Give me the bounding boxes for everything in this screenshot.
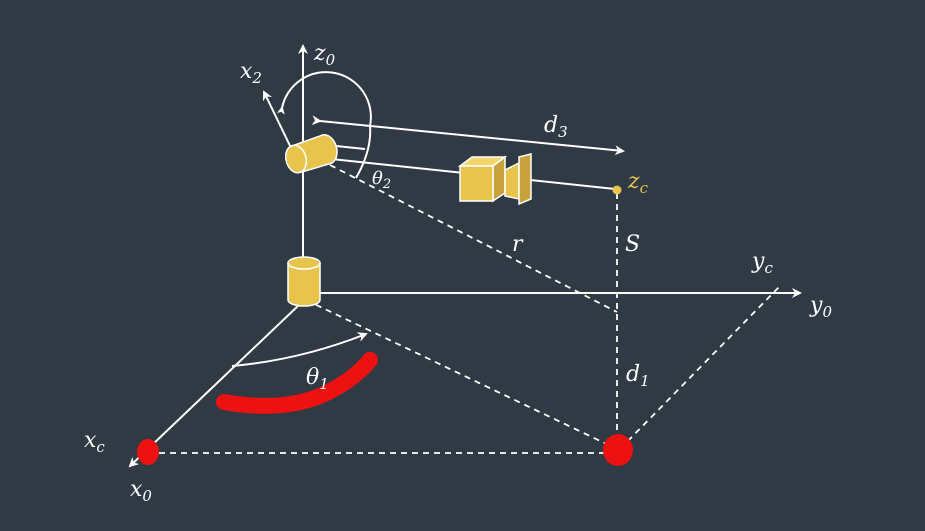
theta1-arc <box>231 332 368 367</box>
dashed-construction-lines <box>148 164 781 454</box>
label-y0: y0 <box>809 293 832 321</box>
red-scribble-under-theta1 <box>216 352 378 414</box>
x2-axis <box>262 90 294 153</box>
angle-arcs <box>231 71 372 367</box>
label-S: S <box>625 232 640 257</box>
label-theta2: θ2 <box>372 168 391 192</box>
camera-lens <box>504 153 532 206</box>
zc-point <box>612 185 622 195</box>
label-zc: zc <box>627 169 649 197</box>
x0-axis <box>128 303 301 468</box>
dashed-yc-line <box>619 285 781 450</box>
label-x0: x0 <box>130 477 152 505</box>
red-dot-x-axis <box>137 439 159 465</box>
dashed-r-line <box>329 164 618 313</box>
d3-arrow <box>311 115 625 156</box>
dashed-diagonal-to-target <box>305 299 618 450</box>
theta2-arc <box>276 71 372 179</box>
camera-mount-line <box>335 145 366 150</box>
camera-cube <box>457 155 508 203</box>
label-x2: x2 <box>240 59 262 87</box>
label-d3: d3 <box>544 113 568 141</box>
base-joint-cylinder <box>287 256 321 307</box>
label-d1: d1 <box>626 362 650 390</box>
shoulder-joint-cylinder <box>284 134 338 174</box>
label-r: r <box>512 232 524 257</box>
red-annotations <box>137 352 633 466</box>
label-theta1: θ1 <box>306 365 329 393</box>
label-yc: yc <box>751 249 773 277</box>
red-dot-target <box>603 434 633 466</box>
label-z0: z0 <box>313 41 336 69</box>
label-xc: xc <box>84 428 105 456</box>
